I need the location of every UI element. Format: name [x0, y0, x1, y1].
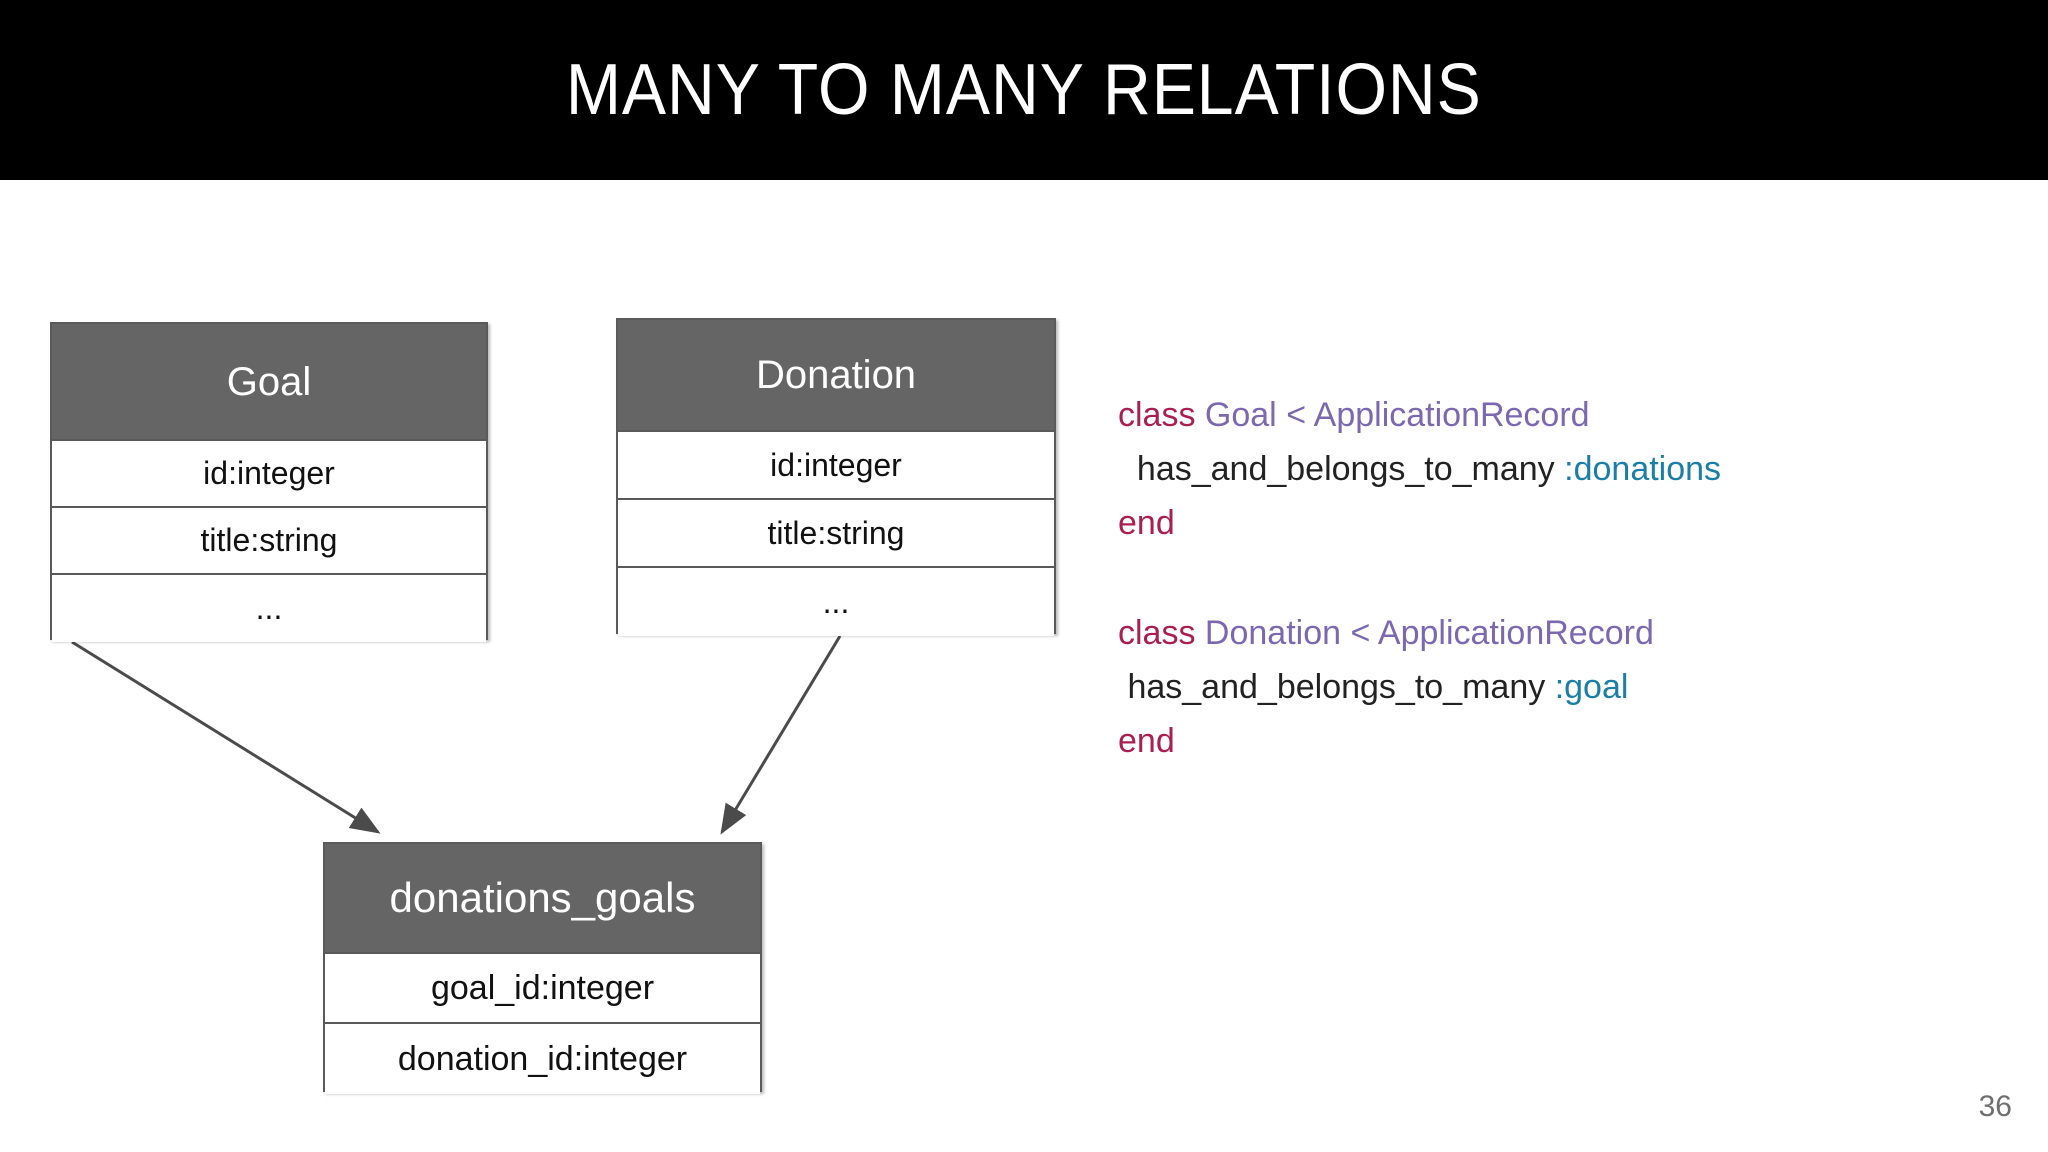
- code-token-superclass: ApplicationRecord: [1313, 396, 1590, 434]
- entity-row-goal-title: title:string: [52, 508, 486, 575]
- code-token-operator: <: [1350, 614, 1371, 652]
- entity-header-donations-goals: donations_goals: [325, 844, 760, 954]
- page-title: MANY TO MANY RELATIONS: [566, 50, 1482, 130]
- entity-header-donation: Donation: [618, 320, 1054, 432]
- entity-row-donation-ellipsis: ...: [618, 568, 1054, 636]
- connector-donation-to-join: [720, 635, 842, 835]
- code-line-donation-class: class Donation < ApplicationRecord: [1118, 606, 1948, 660]
- entity-header-goal: Goal: [52, 324, 486, 441]
- entity-box-goal: Goal id:integer title:string ...: [50, 322, 488, 642]
- code-line-goal-class: class Goal < ApplicationRecord: [1118, 388, 1948, 442]
- entity-row-donation-title: title:string: [618, 500, 1054, 568]
- code-line-donation-end: end: [1118, 714, 1948, 768]
- code-token-method: has_and_belongs_to_many: [1136, 450, 1555, 488]
- code-line-donation-association: has_and_belongs_to_many :goal: [1118, 660, 1948, 714]
- code-panel: class Goal < ApplicationRecord has_and_b…: [1118, 388, 1948, 824]
- code-token-class-name: Donation: [1204, 614, 1342, 652]
- code-block-goal-model: class Goal < ApplicationRecord has_and_b…: [1118, 388, 1948, 550]
- code-token-keyword: class: [1118, 614, 1196, 652]
- title-banner: MANY TO MANY RELATIONS: [0, 0, 2048, 180]
- entity-row-join-donation-id: donation_id:integer: [325, 1024, 760, 1094]
- code-token-symbol: :donations: [1564, 450, 1722, 488]
- code-token-symbol: :goal: [1554, 668, 1629, 706]
- code-token-class-name: Goal: [1204, 396, 1277, 434]
- code-token-operator: <: [1286, 396, 1307, 434]
- code-line-goal-association: has_and_belongs_to_many :donations: [1118, 442, 1948, 496]
- slide-body: Goal id:integer title:string ... Donatio…: [0, 180, 2048, 1152]
- entity-box-donation: Donation id:integer title:string ...: [616, 318, 1056, 636]
- code-token-superclass: ApplicationRecord: [1377, 614, 1654, 652]
- connector-goal-to-join: [71, 640, 381, 834]
- page-number: 36: [1978, 1090, 2012, 1123]
- code-token-keyword: class: [1118, 396, 1196, 434]
- entity-row-goal-ellipsis: ...: [52, 575, 486, 642]
- code-token-end-keyword: end: [1118, 722, 1175, 760]
- code-token-end-keyword: end: [1118, 504, 1175, 542]
- code-line-goal-end: end: [1118, 496, 1948, 550]
- entity-row-goal-id: id:integer: [52, 441, 486, 508]
- entity-row-donation-id: id:integer: [618, 432, 1054, 500]
- entity-box-donations-goals: donations_goals goal_id:integer donation…: [323, 842, 762, 1094]
- code-block-donation-model: class Donation < ApplicationRecord has_a…: [1118, 606, 1948, 768]
- entity-row-join-goal-id: goal_id:integer: [325, 954, 760, 1024]
- code-token-method: has_and_belongs_to_many: [1127, 668, 1546, 706]
